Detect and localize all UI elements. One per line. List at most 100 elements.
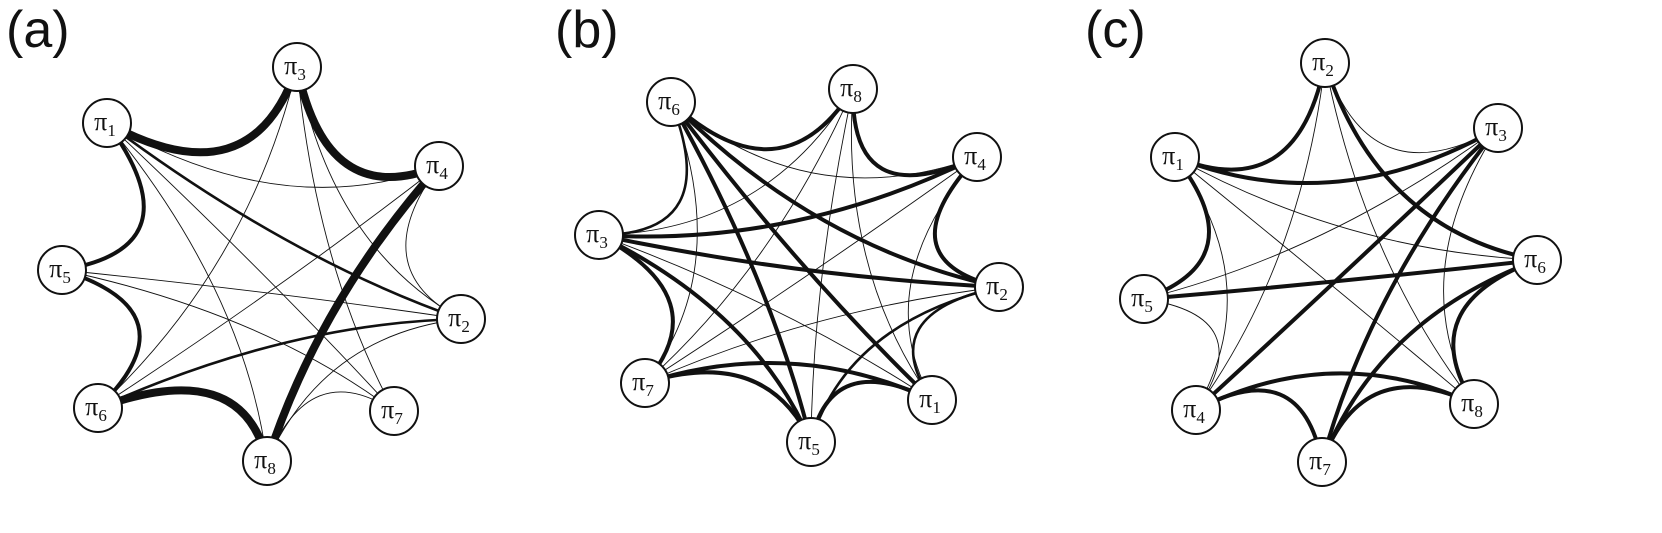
node-label: π4 [964,141,986,174]
node-π3: π3 [272,42,322,92]
edge-π1-π4 [1174,156,1228,411]
node-circle [242,436,292,486]
node-circle [1171,385,1221,435]
edge-π3-π1 [598,234,933,401]
node-circle [1297,437,1347,487]
edge-π6-π4 [670,101,978,179]
edge-π3-π2 [296,66,462,320]
edge-π6-π1 [669,100,934,402]
network-graph: π2 π3 π1 π6 π5 π8 π4 π7 [1119,38,1562,487]
edge-π7-π2 [644,286,1000,384]
node-π5: π5 [1119,274,1169,324]
node-circle [1512,235,1562,285]
node-circle [82,98,132,148]
edge-π1-π4 [106,122,440,188]
edge-π5-π2 [809,285,1001,444]
node-label: π8 [254,445,276,478]
edge-π5-π3 [1143,127,1499,300]
edge-π1-π5 [60,121,146,272]
edge-π6-π7 [644,101,698,384]
edge-π5-π6 [1142,258,1539,301]
node-label: π2 [1312,47,1334,80]
edge-π1-π8 [1174,156,1475,405]
node-π4: π4 [414,141,464,191]
edge-π1-π3 [103,63,301,157]
node-circle [620,358,670,408]
node-π1: π1 [907,375,957,425]
edge-π1-π6 [1174,156,1538,261]
edge-π2-π8 [266,318,462,462]
edge-π8-π1 [850,88,933,401]
node-label: π3 [284,51,306,84]
node-π8: π8 [242,436,292,486]
network-graph: π3 π1 π4 π5 π2 π6 π7 π8 [37,42,486,486]
edge-π6-π4 [97,165,440,409]
edge-π8-π5 [810,88,854,443]
edge-π8-π4 [850,87,979,178]
edge-π6-π8 [669,87,855,151]
node-circle [1473,103,1523,153]
edge-π5-π7 [61,269,395,412]
edge-π6-π2 [669,100,1001,289]
edge-π2-π8 [1324,62,1475,405]
node-circle [907,375,957,425]
node-circle [369,386,419,436]
node-circle [646,77,696,127]
node-label: π5 [1131,283,1153,316]
edge-π4-π1 [907,156,978,401]
edge-π5-π6 [60,268,142,410]
node-label: π1 [94,107,116,140]
node-π2: π2 [974,262,1024,312]
edge-π2-π6 [1323,61,1539,262]
edge-π5-π2 [61,269,462,320]
node-π1: π1 [82,98,132,148]
node-π3: π3 [1473,103,1523,153]
node-circle [1119,274,1169,324]
edge-π4-π8 [1194,371,1476,412]
node-circle [574,210,624,260]
node-label: π7 [1309,446,1331,479]
node-label: π6 [658,86,680,119]
node-π4: π4 [1171,385,1221,435]
edge-π1-π2 [105,121,463,321]
edge-π1-π3 [1173,126,1500,186]
node-label: π5 [798,426,820,459]
edge-π3-π7 [1320,126,1500,464]
edge-π4-π7 [644,156,978,384]
node-π1: π1 [1150,132,1200,182]
edge-π1-π5 [1142,155,1211,301]
node-label: π2 [448,303,470,336]
node-π8: π8 [828,64,878,114]
node-label: π6 [1524,244,1546,277]
node-circle [414,141,464,191]
node-π8: π8 [1449,379,1499,429]
node-π6: π6 [646,77,696,127]
panel-label: (b) [555,1,619,59]
node-π6: π6 [1512,235,1562,285]
node-π7: π7 [1297,437,1347,487]
node-label: π8 [1461,388,1483,421]
node-π2: π2 [1300,38,1350,88]
node-π5: π5 [37,245,87,295]
edge-π1-π8 [106,122,268,462]
edge-π4-π2 [932,155,1001,289]
node-label: π1 [919,384,941,417]
node-circle [1449,379,1499,429]
node-circle [37,245,87,295]
node-circle [952,132,1002,182]
edge-π3-π2 [597,233,1001,289]
edge-π3-π7 [296,66,395,412]
node-label: π8 [840,73,862,106]
node-label: π7 [381,395,403,428]
node-label: π6 [85,392,107,425]
edge-π6-π7 [1320,258,1539,464]
edge-π8-π3 [598,88,854,236]
edge-π2-π4 [1195,62,1326,411]
edge-π3-π8 [1443,127,1499,405]
node-π7: π7 [369,386,419,436]
node-circle [73,383,123,433]
